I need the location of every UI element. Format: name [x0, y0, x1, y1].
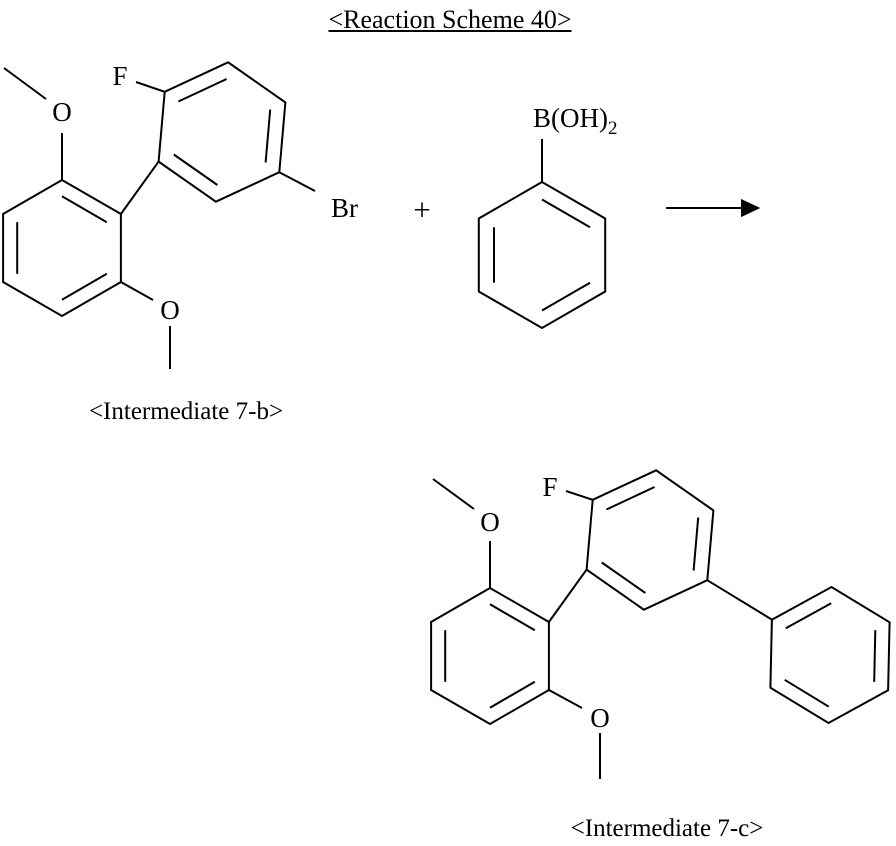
double-bond-inner-line	[177, 78, 228, 103]
bond-biaryl-7b	[120, 161, 160, 215]
bond-bromine-7b	[278, 171, 316, 192]
fluorine-label-7b: F	[112, 61, 127, 91]
double-bond-inner-line	[61, 272, 108, 301]
methoxy-oxygen-label-top-7c: O	[480, 507, 500, 537]
ring-fluorophenyl-7b	[157, 61, 287, 203]
intermediate-7b-caption: <Intermediate 7-b>	[88, 398, 284, 425]
ring-dimethoxyphenyl-7b	[2, 178, 122, 318]
bond-fluorine-7b	[135, 81, 166, 93]
double-bond-inner-line	[601, 561, 646, 594]
double-bond-inner-line	[489, 680, 536, 709]
ring-terminal-phenyl-7c	[769, 585, 891, 725]
boronic-acid-label: B(OH)2	[533, 103, 618, 139]
double-bond-inner-line	[784, 678, 830, 708]
benzene-ring-outline	[430, 586, 550, 726]
arrow-head	[741, 198, 761, 218]
benzene-ring-outline	[769, 585, 891, 725]
double-bond-inner-line	[692, 517, 700, 571]
bond-ring-to-oxygen-bottom-7b	[120, 281, 154, 301]
ring-phenyl-boronic	[477, 180, 607, 330]
boronic-acid-label-subscript: 2	[608, 118, 618, 139]
boronic-acid-label-main: B(OH)	[533, 103, 608, 133]
methoxy-oxygen-label-bottom-7b: O	[160, 295, 180, 325]
double-bond-inner-line	[61, 195, 108, 224]
bond-fluorine-7c	[565, 490, 594, 501]
fluorine-label-7c: F	[542, 472, 557, 502]
scheme-title: <Reaction Scheme 40>	[328, 5, 572, 34]
benzene-ring-outline	[477, 180, 607, 330]
structure-phenylboronic-acid: B(OH)2	[477, 103, 618, 330]
bond-biaryl-7c	[548, 569, 588, 623]
bond-oxygen-to-methyl-top-7b	[3, 67, 47, 100]
double-bond-inner-line	[264, 109, 272, 163]
benzene-ring-outline	[2, 178, 122, 318]
bond-ring-to-oxygen-bottom-7c	[548, 689, 583, 709]
bond-oxygen-to-methyl-top-7c	[432, 478, 475, 510]
benzene-ring-outline	[157, 61, 287, 203]
double-bond-inner-line	[541, 281, 591, 312]
structure-intermediate-7c: F O O	[430, 469, 891, 779]
intermediate-7c-caption: <Intermediate 7-c>	[570, 815, 764, 842]
double-bond-inner-line	[541, 198, 591, 229]
double-bond-inner-line	[605, 486, 656, 511]
methoxy-oxygen-label-bottom-7c: O	[590, 703, 610, 733]
double-bond-inner-line	[873, 630, 877, 682]
double-bond-inner-line	[785, 602, 832, 630]
structure-intermediate-7b: F O O Br	[2, 61, 358, 369]
ring-dimethoxyphenyl-7c	[430, 586, 550, 726]
benzene-ring-outline	[585, 469, 715, 611]
ring-fluorophenyl-7c	[585, 469, 715, 611]
reaction-arrow	[666, 198, 761, 218]
plus-sign: +	[413, 192, 430, 227]
double-bond-inner-line	[173, 153, 218, 186]
bond-phenyl-link-7c	[706, 579, 773, 621]
double-bond-inner-line	[489, 603, 536, 632]
methoxy-oxygen-label-top-7b: O	[52, 97, 72, 127]
bromine-label-7b: Br	[331, 193, 358, 223]
